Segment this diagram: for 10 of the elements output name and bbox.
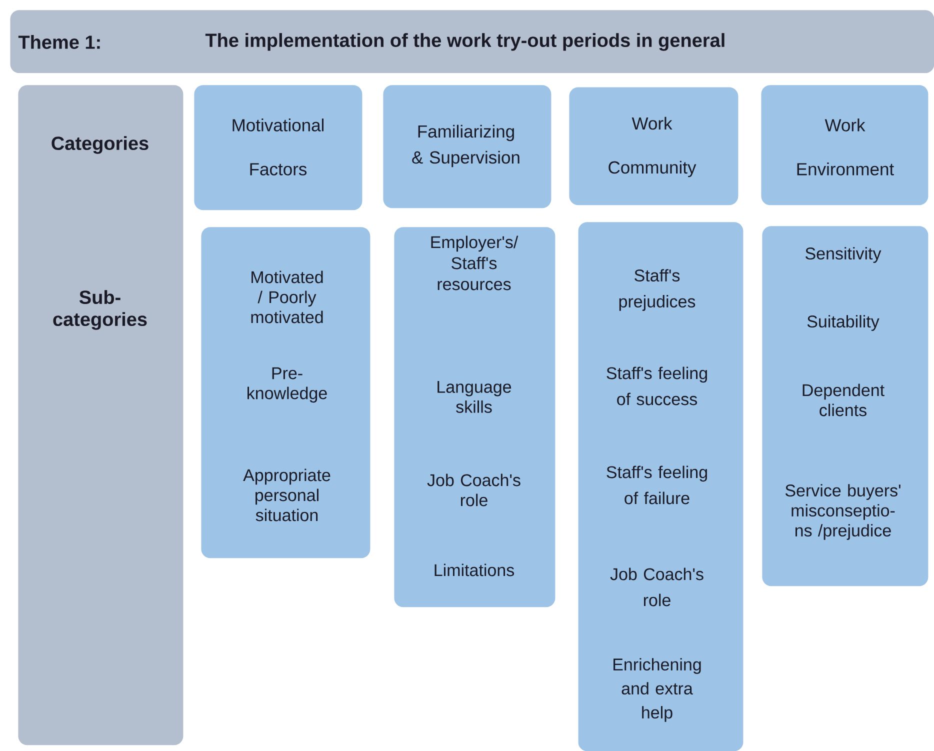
column-panel: Categories Sub- categories xyxy=(18,85,184,746)
category-box: Work Community xyxy=(569,87,738,206)
category-box: Familiarizing & Supervision xyxy=(383,85,552,208)
subcategory-box: Motivated / Poorly motivated Pre- knowledge Appropriate personal situation xyxy=(201,227,370,558)
subcategory-box: Staff's prejudices Staff's feeling of success Staff's feeling of failure Job Coach's role Enrichening and extra help xyxy=(578,222,744,751)
category-box: Work Environment xyxy=(761,85,928,206)
theme-band: Theme 1: The implementation of the work try-out periods in general xyxy=(10,10,934,74)
subcategory-box: Employer's/ Staff's resources Language skills Job Coach's role Limitations xyxy=(394,227,556,608)
category-box: Motivational Factors xyxy=(194,85,362,210)
subcategory-box: Sensitivity Suitability Dependent clients Service buyers' misconseptio- ns /prejudice xyxy=(762,226,928,586)
